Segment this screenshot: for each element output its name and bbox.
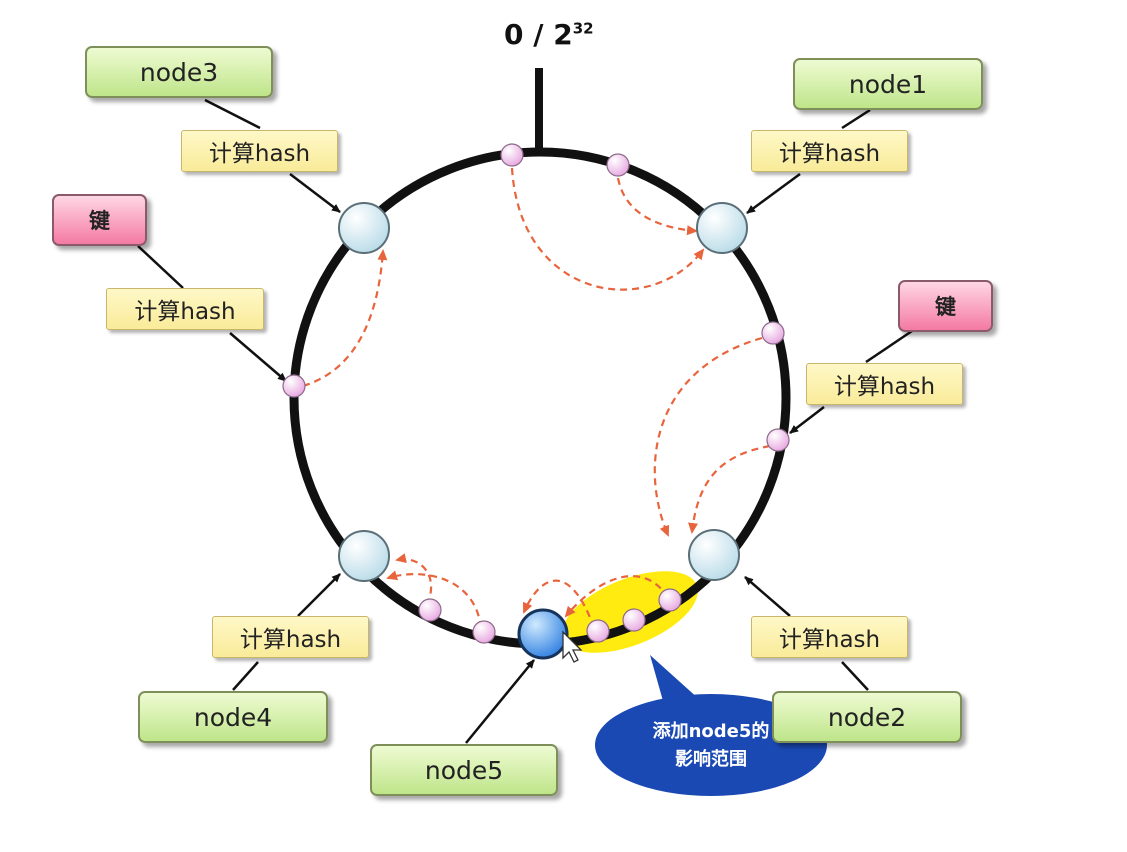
node2-box: node2 (772, 691, 962, 743)
key-box-right: 键 (898, 280, 993, 332)
node1-box: node1 (793, 58, 983, 110)
node3-point (338, 202, 390, 254)
node4-box: node4 (138, 691, 328, 743)
ring-origin-marker (535, 68, 543, 152)
key-points (282, 143, 790, 644)
node1-point (696, 202, 748, 254)
hash-box-node1: 计算hash (751, 130, 908, 172)
node5-point (517, 608, 569, 660)
connector-arrows (137, 98, 913, 744)
hash-box-node2: 计算hash (751, 616, 908, 658)
ring-range-label: 0 / 232 (504, 18, 594, 51)
node5-box: node5 (370, 744, 558, 796)
node3-box: node3 (85, 46, 273, 98)
hash-box-key-left: 计算hash (106, 288, 264, 330)
key-box-left: 键 (52, 194, 147, 246)
node5-impact-callout-text: 添加node5的 影响范围 (652, 721, 770, 770)
hash-box-key-right: 计算hash (806, 363, 963, 405)
node5-impact-callout (595, 655, 827, 796)
hash-box-node4: 计算hash (212, 616, 369, 658)
node4-point (338, 530, 390, 582)
mapping-arrows (302, 167, 771, 629)
hash-box-node3: 计算hash (181, 130, 338, 172)
node2-point (688, 529, 740, 581)
mouse-cursor-icon (562, 630, 583, 663)
